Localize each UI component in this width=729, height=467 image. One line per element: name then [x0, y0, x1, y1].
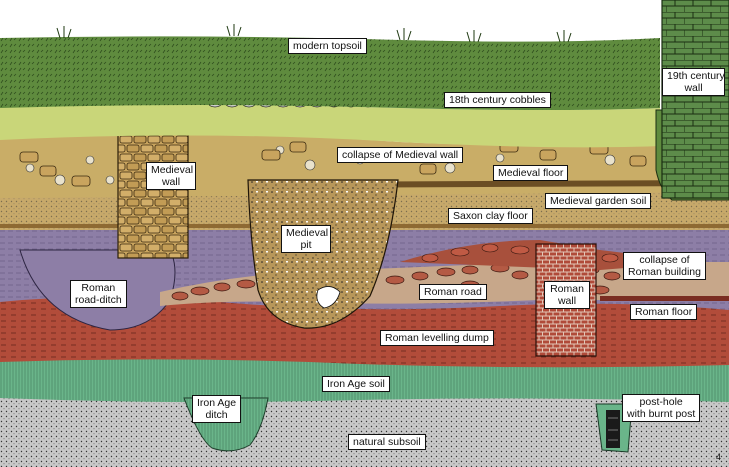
- pit-pottery: [316, 286, 341, 309]
- label-collapse-roman-building-line2: Roman building: [628, 266, 701, 278]
- label-roman-road: Roman road: [419, 284, 487, 300]
- label-medieval-wall-line2: wall: [161, 176, 181, 188]
- label-18th-century-cobbles: 18th century cobbles: [444, 92, 551, 108]
- label-roman-road-ditch-line2: road-ditch: [75, 294, 122, 306]
- label-natural-subsoil: natural subsoil: [348, 434, 426, 450]
- label-roman-wall-line1: Roman: [550, 283, 584, 295]
- label-medieval-garden-soil: Medieval garden soil: [545, 193, 652, 209]
- label-saxon-clay-floor: Saxon clay floor: [448, 208, 533, 224]
- label-medieval-floor: Medieval floor: [493, 165, 569, 181]
- label-collapse-medieval-wall: collapse of Medieval wall: [337, 147, 464, 163]
- label-post-hole-line1: post-hole: [639, 396, 683, 408]
- medieval-pit: [247, 179, 399, 329]
- label-medieval-wall-line1: Medieval: [151, 164, 194, 176]
- label-roman-road-ditch: Roman road-ditch: [70, 280, 127, 308]
- label-post-hole-line2: with burnt post: [627, 408, 696, 420]
- label-roman-levelling-dump: Roman levelling dump: [380, 330, 494, 346]
- grass-tufts: [56, 24, 572, 43]
- label-collapse-roman-building-line1: collapse of: [639, 254, 690, 266]
- label-19th-century-wall: 19th century wall: [662, 68, 725, 96]
- label-iron-age-ditch-line2: ditch: [205, 409, 228, 421]
- cobbles-band: [0, 104, 660, 148]
- label-medieval-wall: Medieval wall: [146, 162, 196, 190]
- label-collapse-roman-building: collapse of Roman building: [623, 252, 706, 280]
- label-iron-age-ditch: Iron Age ditch: [192, 395, 242, 423]
- label-medieval-pit-line2: pit: [300, 239, 312, 251]
- label-iron-age-soil: Iron Age soil: [322, 376, 390, 392]
- roman-floor-line: [600, 296, 729, 301]
- label-medieval-pit: Medieval pit: [281, 225, 331, 253]
- label-roman-wall: Roman wall: [544, 281, 590, 309]
- label-19th-century-wall-line2: wall: [684, 82, 703, 94]
- label-iron-age-ditch-line1: Iron Age: [197, 397, 237, 409]
- page-number: 4: [716, 452, 722, 462]
- label-roman-wall-line2: wall: [557, 295, 577, 307]
- nineteenth-century-wall: [661, 0, 729, 199]
- label-medieval-pit-line1: Medieval: [286, 227, 329, 239]
- label-modern-topsoil: modern topsoil: [288, 38, 367, 54]
- label-post-hole: post-hole with burnt post: [622, 394, 701, 422]
- label-roman-floor: Roman floor: [630, 304, 698, 320]
- label-19th-century-wall-line1: 19th century: [667, 70, 725, 82]
- label-roman-road-ditch-line1: Roman: [81, 282, 116, 294]
